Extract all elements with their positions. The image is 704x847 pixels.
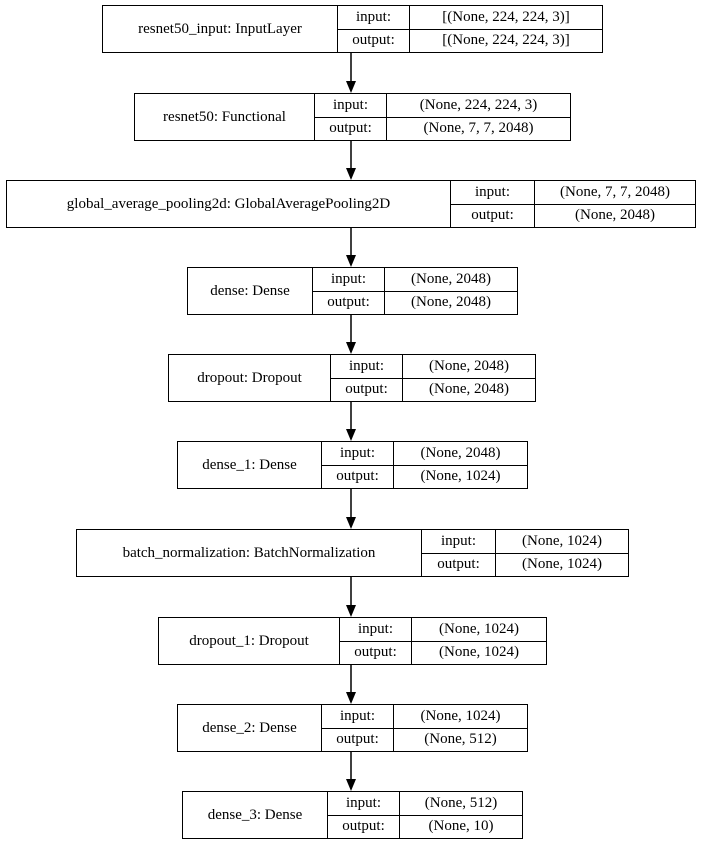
output-shape: (None, 7, 7, 2048) <box>423 120 534 137</box>
shape-value-column: (None, 224, 224, 3) (None, 7, 7, 2048) <box>387 94 570 140</box>
arrow-head-icon <box>346 81 356 93</box>
layer-name: resnet50_input: InputLayer <box>103 6 338 52</box>
output-shape: (None, 512) <box>424 731 497 748</box>
output-shape: (None, 2048) <box>429 381 509 398</box>
input-label: input: <box>340 618 411 642</box>
output-label: output: <box>327 294 370 311</box>
output-label: output: <box>336 468 379 485</box>
arrow-head-icon <box>346 429 356 441</box>
shape-value-column: (None, 2048) (None, 2048) <box>385 268 517 314</box>
layer-name: batch_normalization: BatchNormalization <box>77 530 422 576</box>
input-label: input: <box>338 6 409 30</box>
layer-name: dense_2: Dense <box>178 705 322 751</box>
output-shape: (None, 1024) <box>522 556 602 573</box>
shape-value-column: (None, 1024) (None, 512) <box>394 705 527 751</box>
arrow-head-icon <box>346 342 356 354</box>
port-label-column: input: output: <box>422 530 496 576</box>
input-label: input: <box>331 355 402 379</box>
input-label: input: <box>422 530 495 554</box>
output-shape: (None, 2048) <box>575 207 655 224</box>
output-shape: (None, 2048) <box>411 294 491 311</box>
layer-name: resnet50: Functional <box>135 94 315 140</box>
port-label-column: input: output: <box>313 268 385 314</box>
shape-value-column: (None, 1024) (None, 1024) <box>496 530 628 576</box>
input-shape: (None, 1024) <box>412 618 546 642</box>
port-label-column: input: output: <box>331 355 403 401</box>
input-label: input: <box>322 442 393 466</box>
output-label: output: <box>354 644 397 661</box>
layer-name: dropout: Dropout <box>169 355 331 401</box>
output-label: output: <box>345 381 388 398</box>
port-label-column: input: output: <box>322 705 394 751</box>
port-label-column: input: output: <box>315 94 387 140</box>
input-shape: (None, 7, 7, 2048) <box>535 181 695 205</box>
input-shape: (None, 2048) <box>385 268 517 292</box>
arrow-head-icon <box>346 692 356 704</box>
input-label: input: <box>322 705 393 729</box>
shape-value-column: (None, 2048) (None, 1024) <box>394 442 527 488</box>
output-label: output: <box>336 731 379 748</box>
shape-value-column: (None, 2048) (None, 2048) <box>403 355 535 401</box>
shape-value-column: (None, 1024) (None, 1024) <box>412 618 546 664</box>
input-shape: (None, 2048) <box>394 442 527 466</box>
arrow-head-icon <box>346 168 356 180</box>
output-label: output: <box>471 207 514 224</box>
layer-name: dense_1: Dense <box>178 442 322 488</box>
input-label: input: <box>451 181 534 205</box>
output-shape: (None, 1024) <box>439 644 519 661</box>
input-shape: [(None, 224, 224, 3)] <box>410 6 602 30</box>
arrow-head-icon <box>346 255 356 267</box>
input-shape: (None, 1024) <box>394 705 527 729</box>
port-label-column: input: output: <box>451 181 535 227</box>
output-shape: [(None, 224, 224, 3)] <box>442 32 570 49</box>
port-label-column: input: output: <box>340 618 412 664</box>
layer-name: dense_3: Dense <box>183 792 328 838</box>
input-shape: (None, 1024) <box>496 530 628 554</box>
shape-value-column: (None, 7, 7, 2048) (None, 2048) <box>535 181 695 227</box>
layer-name: global_average_pooling2d: GlobalAverageP… <box>7 181 451 227</box>
port-label-column: input: output: <box>338 6 410 52</box>
output-label: output: <box>329 120 372 137</box>
arrow-head-icon <box>346 605 356 617</box>
output-label: output: <box>437 556 480 573</box>
arrow-head-icon <box>346 517 356 529</box>
input-label: input: <box>315 94 386 118</box>
output-label: output: <box>352 32 395 49</box>
layer-name: dense: Dense <box>188 268 313 314</box>
input-shape: (None, 224, 224, 3) <box>387 94 570 118</box>
arrow-head-icon <box>346 779 356 791</box>
input-shape: (None, 512) <box>400 792 522 816</box>
output-label: output: <box>342 818 385 835</box>
shape-value-column: (None, 512) (None, 10) <box>400 792 522 838</box>
layer-name: dropout_1: Dropout <box>159 618 340 664</box>
input-label: input: <box>328 792 399 816</box>
input-label: input: <box>313 268 384 292</box>
layer-node: global_average_pooling2d: GlobalAverageP… <box>6 180 696 228</box>
output-shape: (None, 10) <box>428 818 494 835</box>
port-label-column: input: output: <box>322 442 394 488</box>
output-shape: (None, 1024) <box>420 468 501 485</box>
shape-value-column: [(None, 224, 224, 3)] [(None, 224, 224, 3… <box>410 6 602 52</box>
port-label-column: input: output: <box>328 792 400 838</box>
input-shape: (None, 2048) <box>403 355 535 379</box>
